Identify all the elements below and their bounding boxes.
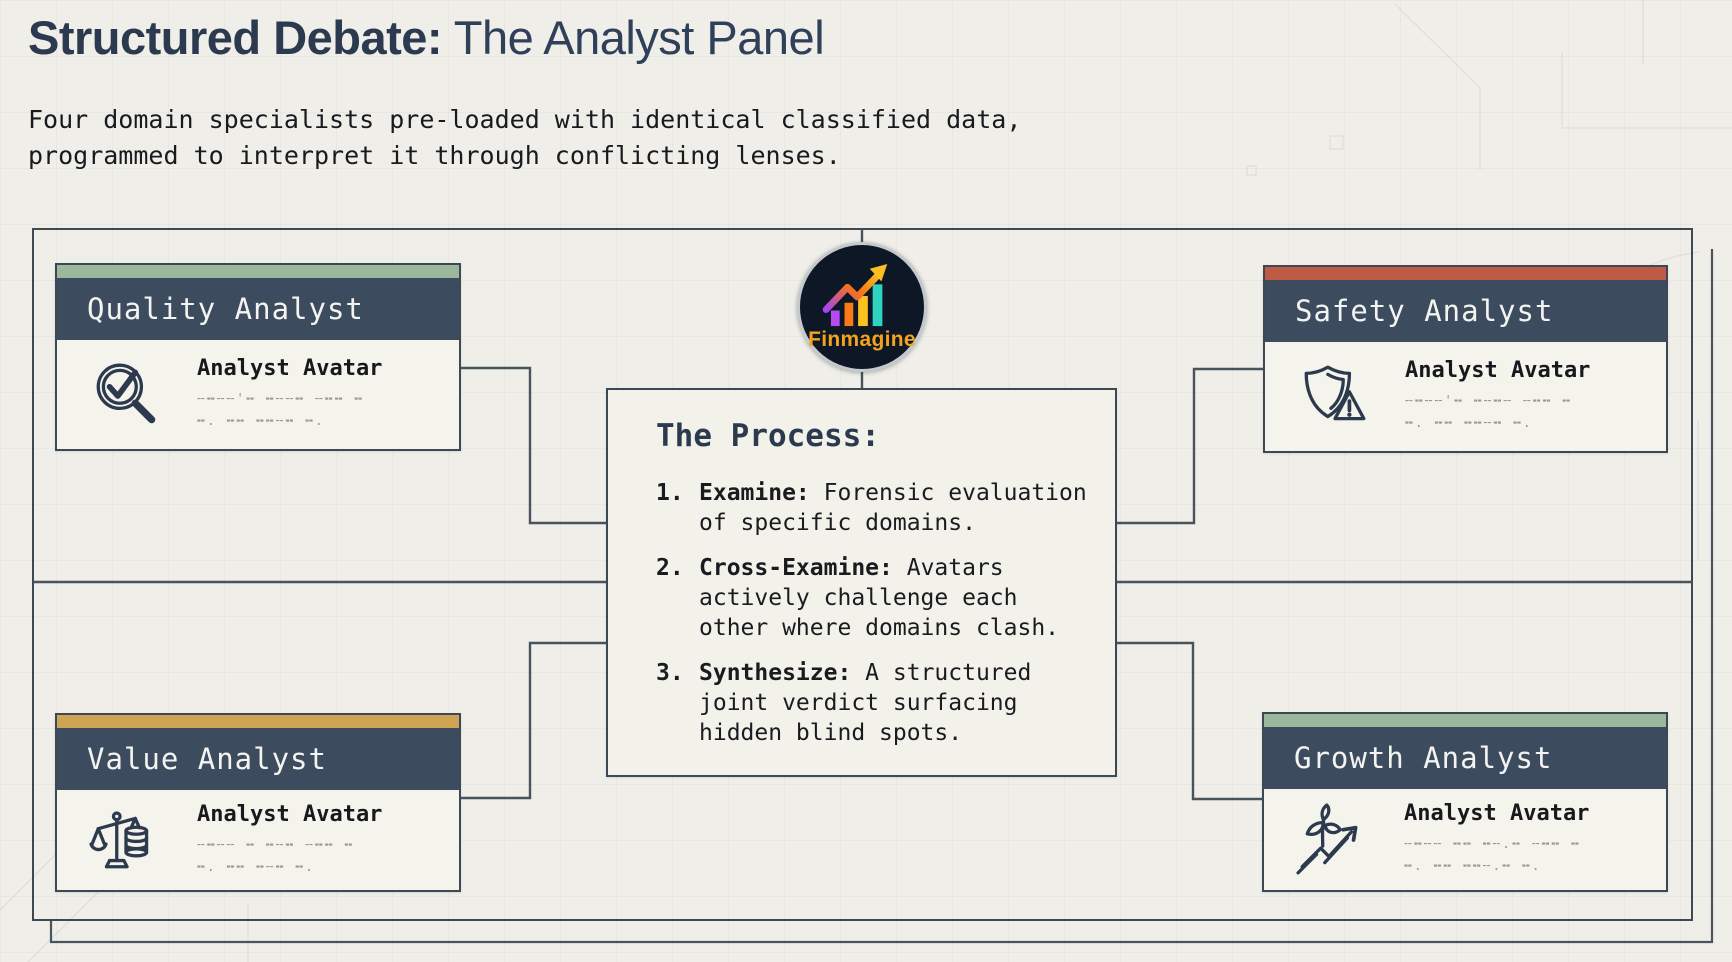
growth-card-header: Growth Analyst bbox=[1264, 727, 1666, 789]
magnifier-check-icon bbox=[85, 358, 167, 432]
value-avatar-label: Analyst Avatar bbox=[197, 801, 383, 827]
subtitle-line-1: Four domain specialists pre-loaded with … bbox=[28, 105, 1022, 134]
value-card-header: Value Analyst bbox=[57, 728, 459, 790]
shield-alert-icon bbox=[1293, 360, 1375, 434]
safety-analyst-card: Safety Analyst Analyst Avatar ╌╍╌╌'╍ ╍╌╍… bbox=[1263, 265, 1668, 453]
value-placeholder-line-2: ╍. ╍╍ ╍╌╍ ╍. bbox=[197, 859, 315, 875]
growth-analyst-card: Growth Analyst Analyst Avatar bbox=[1262, 712, 1668, 892]
value-card-title: Value Analyst bbox=[87, 742, 327, 776]
growth-card-body: Analyst Avatar ╌╍╌╌ ╍╍ ╍╌.╍ ╌╍╍ ╍ ╍. ╍╍ … bbox=[1264, 789, 1666, 890]
bar-chart-growth-icon bbox=[821, 262, 903, 332]
wire-value-process bbox=[461, 641, 606, 800]
value-card-body: Analyst Avatar ╌╍╌╌ ╍ ╍╌╍ ╌╍╍ ╍ ╍. ╍╍ ╍╌… bbox=[57, 790, 459, 890]
wire-safety-process bbox=[1117, 367, 1263, 525]
process-step-1-number: 1. bbox=[656, 480, 684, 506]
quality-card-body: Analyst Avatar ╌╍╌╌'╍ ╍╌╌╍ ╌╍╍ ╍ ╍. ╍╍ ╍… bbox=[57, 340, 459, 449]
safety-placeholder-line-2: ╍. ╍╍ ╍╍╌╍ ╍. bbox=[1405, 416, 1533, 431]
process-step-2: 2. Cross-Examine: Avatars actively chall… bbox=[656, 553, 1099, 643]
safety-card-header: Safety Analyst bbox=[1265, 280, 1666, 342]
finmagine-logo-badge: Finmagine bbox=[797, 242, 927, 372]
growth-placeholder-line-1: ╌╍╌╌ ╍╍ ╍╌.╍ ╌╍╍ ╍ bbox=[1404, 837, 1581, 852]
value-placeholder-line-1: ╌╍╌╌ ╍ ╍╌╍ ╌╍╍ ╍ bbox=[197, 837, 355, 853]
process-box: The Process: 1. Examine: Forensic evalua… bbox=[606, 388, 1117, 777]
growth-card-strip bbox=[1264, 714, 1666, 727]
process-step-1-text: Examine: Forensic evaluation of specific… bbox=[699, 480, 1087, 536]
process-step-3: 3. Synthesize: A structured joint verdic… bbox=[656, 658, 1099, 748]
quality-placeholder-line-2: ╍. ╍╍ ╍╍╌╍ ╍. bbox=[197, 414, 325, 429]
safety-card-title: Safety Analyst bbox=[1295, 294, 1554, 328]
wire-quality-process bbox=[461, 366, 606, 525]
page-title-light: The Analyst Panel bbox=[442, 11, 825, 64]
value-card-strip bbox=[57, 715, 459, 728]
safety-card-body: Analyst Avatar ╌╍╌╌'╍ ╍╌╍╌ ╌╍╍ ╍ ╍. ╍╍ ╍… bbox=[1265, 342, 1666, 451]
finmagine-brand-text: Finmagine bbox=[808, 328, 916, 351]
page-title-bold: Structured Debate: bbox=[28, 11, 443, 64]
process-step-3-number: 3. bbox=[656, 660, 684, 686]
quality-card-header: Quality Analyst bbox=[57, 278, 459, 340]
process-step-2-text: Cross-Examine: Avatars actively challeng… bbox=[699, 555, 1060, 641]
value-analyst-card: Value Analyst bbox=[55, 713, 461, 892]
subtitle-line-2: programmed to interpret it through confl… bbox=[28, 141, 841, 170]
quality-placeholder-line-1: ╌╍╌╌'╍ ╍╌╌╍ ╌╍╍ ╍ bbox=[197, 392, 365, 407]
growth-avatar-label: Analyst Avatar bbox=[1404, 801, 1590, 826]
safety-card-strip bbox=[1265, 267, 1666, 280]
safety-placeholder-line-1: ╌╍╌╌'╍ ╍╌╍╌ ╌╍╍ ╍ bbox=[1405, 394, 1573, 409]
process-step-2-number: 2. bbox=[656, 555, 684, 581]
process-step-1: 1. Examine: Forensic evaluation of speci… bbox=[656, 478, 1099, 538]
growth-placeholder-line-2: ╍. ╍╍ ╍╍╌.╍ ╍. bbox=[1404, 859, 1542, 874]
growth-card-title: Growth Analyst bbox=[1294, 741, 1553, 775]
page-title: Structured Debate: The Analyst Panel bbox=[28, 10, 825, 65]
quality-card-strip bbox=[57, 265, 459, 278]
balance-scale-coins-icon bbox=[85, 803, 167, 877]
quality-card-title: Quality Analyst bbox=[87, 292, 364, 326]
quality-avatar-label: Analyst Avatar bbox=[197, 356, 383, 381]
wire-growth-process bbox=[1117, 641, 1263, 801]
sprout-arrow-icon bbox=[1292, 802, 1374, 877]
safety-avatar-label: Analyst Avatar bbox=[1405, 358, 1591, 383]
quality-analyst-card: Quality Analyst Analyst Avatar ╌╍╌╌'╍ ╍╌… bbox=[55, 263, 461, 451]
process-step-3-text: Synthesize: A structured joint verdict s… bbox=[699, 660, 1032, 746]
process-title: The Process: bbox=[656, 418, 880, 454]
